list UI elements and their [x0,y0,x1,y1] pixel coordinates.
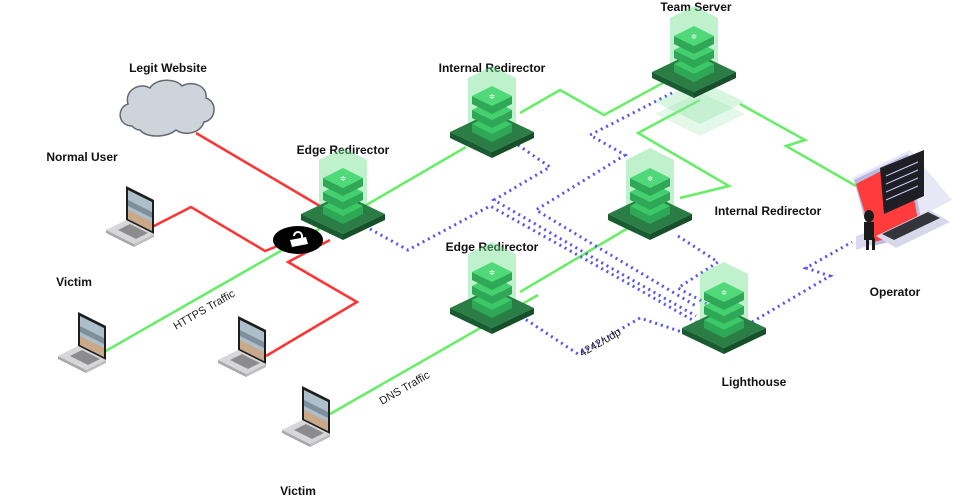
cloud-icon [119,79,215,137]
legit-website-node[interactable]: Legit Website [119,61,215,137]
link-nebula-edge2 [515,311,701,356]
lock-icon [290,231,308,247]
internal-redirector-1-node[interactable]: Internal Redirector [439,61,546,158]
nebula-port-label: 4242/udp [578,326,624,359]
operator-label: Operator [870,285,921,299]
victim-2-node[interactable] [218,316,266,377]
operator-node[interactable]: Operator [852,150,952,299]
team-server-node[interactable]: Team Server [652,0,745,136]
legit-website-label: Legit Website [129,61,207,75]
link-edge1-to-internal1 [355,145,467,213]
laptop-icon [282,386,330,447]
laptop-icon [218,316,266,377]
victim-1-node[interactable]: Victim [56,275,106,373]
laptop-icon [58,312,106,373]
server-stack-icon [450,242,534,334]
normal-user-node[interactable]: Normal User [46,150,154,247]
server-stack-icon [682,262,766,354]
link-edge2-to-internal2 [519,219,641,294]
server-stack-icon [608,148,692,240]
tls-lock-node [273,226,323,254]
team-server-label: Team Server [660,0,731,14]
victim-1-label: Victim [56,275,92,289]
link-legit-to-edge [195,131,331,214]
edge-redirector-2-node[interactable]: Edge Redirector [446,240,539,334]
link-nebula-operator [751,240,853,324]
link-internal1-to-team [519,76,673,117]
nebula-links [369,91,853,356]
victim-3-node[interactable]: Victim [280,386,330,498]
link-internal2-to-team [635,98,733,200]
link-nebula-internal1 [491,143,697,318]
server-stack-icon [301,148,385,240]
link-victim2-to-edge [265,238,360,358]
laptop-icon [106,186,154,247]
lighthouse-label: Lighthouse [722,375,787,389]
internal-redirector-2-label: Internal Redirector [715,204,822,218]
hacker-laptop-icon [852,150,952,250]
normal-user-label: Normal User [46,150,118,164]
dns-traffic-label: DNS Traffic [378,369,433,408]
internal-redirector-2-node[interactable]: Internal Redirector [608,148,822,240]
victim-3-label: Victim [280,484,316,498]
edge-redirector-1-node[interactable]: Edge Redirector [297,143,390,240]
lighthouse-node[interactable]: Lighthouse [682,262,787,389]
server-stack-icon [652,6,736,98]
link-team-to-operator [739,102,857,188]
